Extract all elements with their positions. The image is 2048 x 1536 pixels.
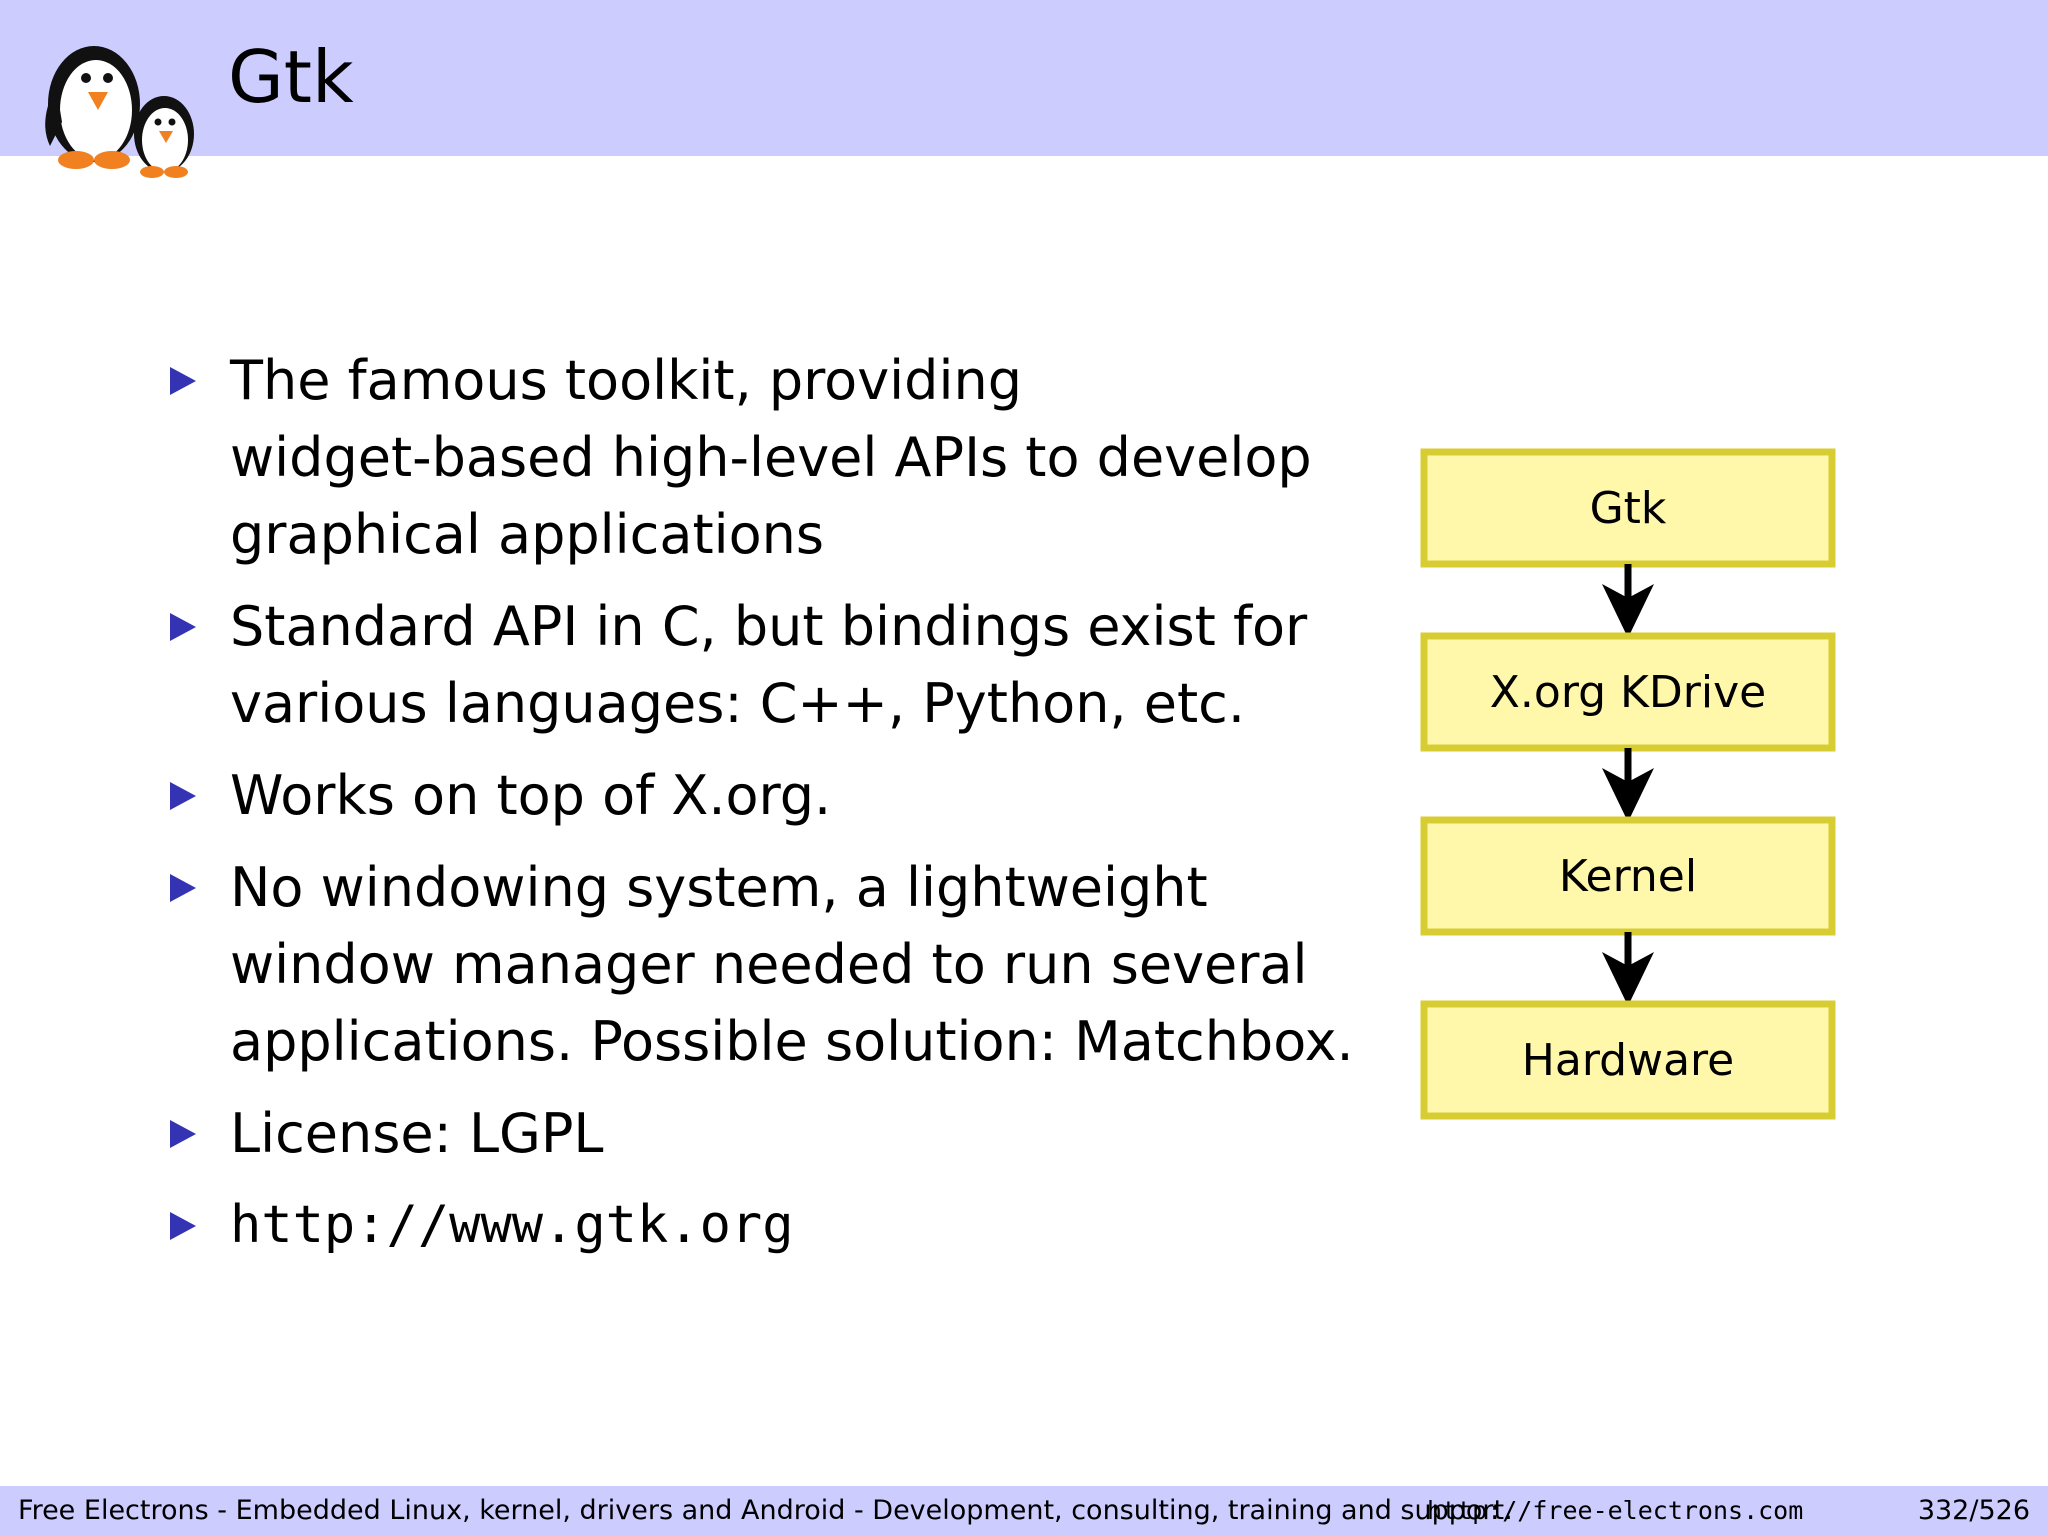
bullet-text: Standard API in C, but bindings exist fo… (230, 595, 1308, 735)
stack-arrow-1-icon (1602, 564, 1654, 638)
stack-arrow-3-icon (1602, 932, 1654, 1006)
bullet-marker-icon (170, 874, 196, 902)
stack-box-gtk-label: Gtk (1590, 483, 1667, 534)
bullet-marker-icon (170, 367, 196, 395)
bullet-text: License: LGPL (230, 1102, 604, 1165)
bullet-text: No windowing system, a lightweight windo… (230, 856, 1354, 1073)
stack-box-xorg-kdrive: X.org KDrive (1420, 632, 1836, 752)
stack-arrow-2-icon (1602, 748, 1654, 822)
bullet-item: No windowing system, a lightweight windo… (166, 849, 1366, 1080)
stack-box-gtk-rect (1420, 448, 1836, 568)
stack-diagram: Gtk X.org KDrive Kernel Hardware (1420, 448, 1836, 1120)
bullet-text: Works on top of X.org. (230, 764, 832, 827)
footer-url-link[interactable]: http://free-electrons.com (1427, 1496, 1804, 1525)
bullet-marker-icon (170, 613, 196, 641)
bullet-item: Works on top of X.org. (166, 757, 1366, 834)
stack-box-kernel: Kernel (1420, 816, 1836, 936)
stack-box-hardware-label: Hardware (1522, 1035, 1734, 1086)
footer-text: Free Electrons - Embedded Linux, kernel,… (18, 1495, 1513, 1526)
bullet-item: License: LGPL (166, 1095, 1366, 1172)
stack-box-xorg-kdrive-label: X.org KDrive (1490, 667, 1766, 718)
bullet-item: The famous toolkit, providing widget-bas… (166, 342, 1366, 573)
stack-box-hardware-rect (1420, 1000, 1836, 1120)
bullet-marker-icon (170, 1212, 196, 1240)
header-bar (0, 0, 2048, 156)
bullet-item: Standard API in C, but bindings exist fo… (166, 588, 1366, 742)
page-number: 332/526 (1917, 1495, 2030, 1526)
bullet-item-link[interactable]: http://www.gtk.org (166, 1187, 1366, 1264)
bullet-marker-icon (170, 782, 196, 810)
stack-box-hardware: Hardware (1420, 1000, 1836, 1120)
slide-title: Gtk (228, 35, 354, 119)
bullet-marker-icon (170, 1120, 196, 1148)
stack-box-kernel-label: Kernel (1559, 851, 1697, 902)
footer-bar: Free Electrons - Embedded Linux, kernel,… (0, 1486, 2048, 1536)
bullet-list: The famous toolkit, providing widget-bas… (166, 342, 1366, 1279)
stack-box-gtk: Gtk (1420, 448, 1836, 568)
penguins-logo-icon (45, 46, 194, 178)
gtk-url-link[interactable]: http://www.gtk.org (230, 1195, 794, 1255)
bullet-text: The famous toolkit, providing widget-bas… (230, 349, 1312, 566)
